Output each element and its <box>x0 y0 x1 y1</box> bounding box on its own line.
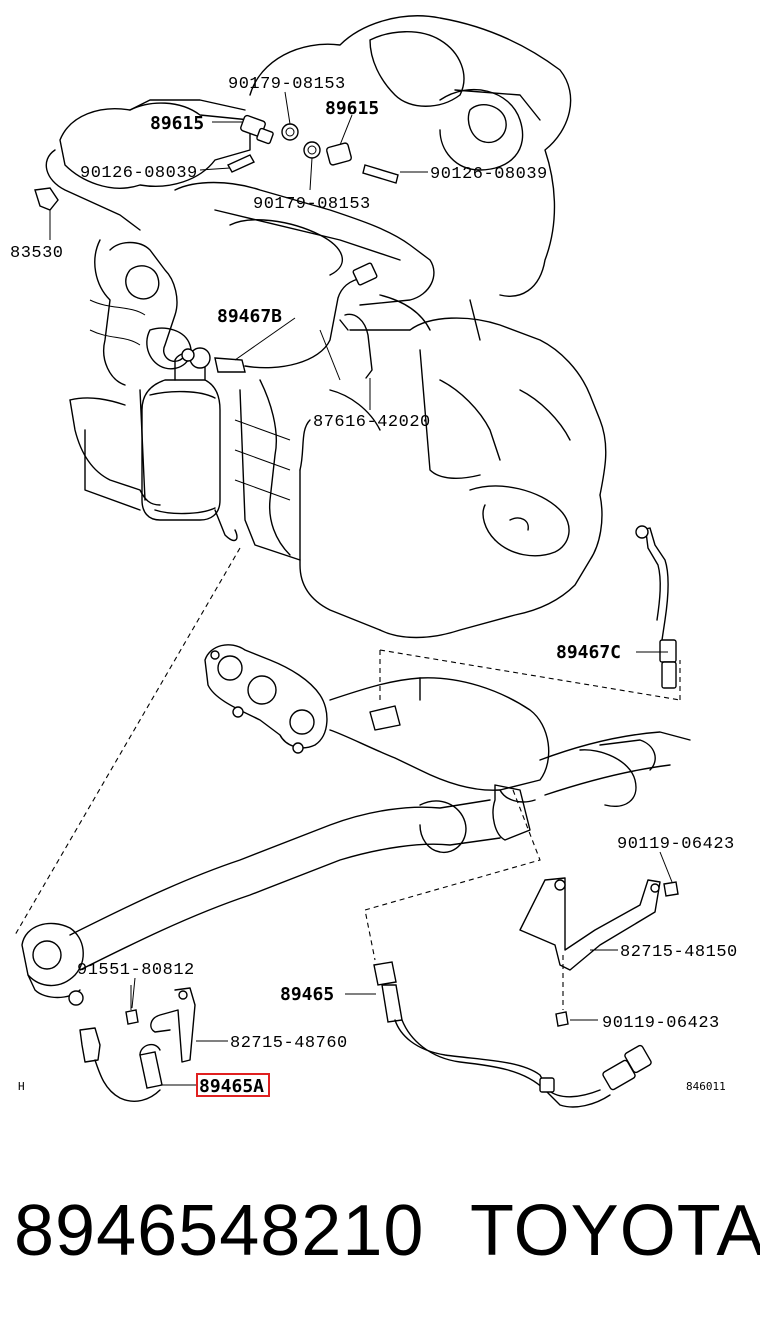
label-82715-48760: 82715-48760 <box>230 1034 348 1053</box>
label-82715-48150: 82715-48150 <box>620 943 738 962</box>
label-90179-bottom: 90179-08153 <box>253 195 371 214</box>
label-90126-left: 90126-08039 <box>80 164 198 183</box>
corner-label-left: H <box>18 1080 25 1093</box>
label-91551: 91551-80812 <box>77 961 195 980</box>
label-89465: 89465 <box>280 984 334 1005</box>
top-parts <box>34 114 399 379</box>
footer-part-number: 8946548210 <box>14 1191 425 1271</box>
label-89615-right: 89615 <box>325 98 379 119</box>
label-83530: 83530 <box>10 244 64 263</box>
label-87616: 87616-42020 <box>313 413 431 432</box>
corner-label-right: 846011 <box>686 1080 726 1093</box>
part-labels: 90179-08153 89615 89615 90126-08039 9012… <box>10 75 738 1097</box>
guide-lines <box>14 547 681 1010</box>
label-89467b: 89467B <box>217 306 282 327</box>
label-90179-top: 90179-08153 <box>228 75 346 94</box>
leader-lines <box>49 91 673 1086</box>
highlight-box-89465a <box>196 1073 270 1097</box>
exhaust-illustration <box>21 525 691 1108</box>
label-90119-bottom: 90119-06423 <box>602 1014 720 1033</box>
footer-brand: TOYOTA <box>470 1191 760 1271</box>
label-90119-top: 90119-06423 <box>617 835 735 854</box>
label-89615-left: 89615 <box>150 113 204 134</box>
label-89467c: 89467C <box>556 642 621 663</box>
label-90126-right: 90126-08039 <box>430 165 548 184</box>
label-89465a: 89465A <box>199 1076 264 1097</box>
